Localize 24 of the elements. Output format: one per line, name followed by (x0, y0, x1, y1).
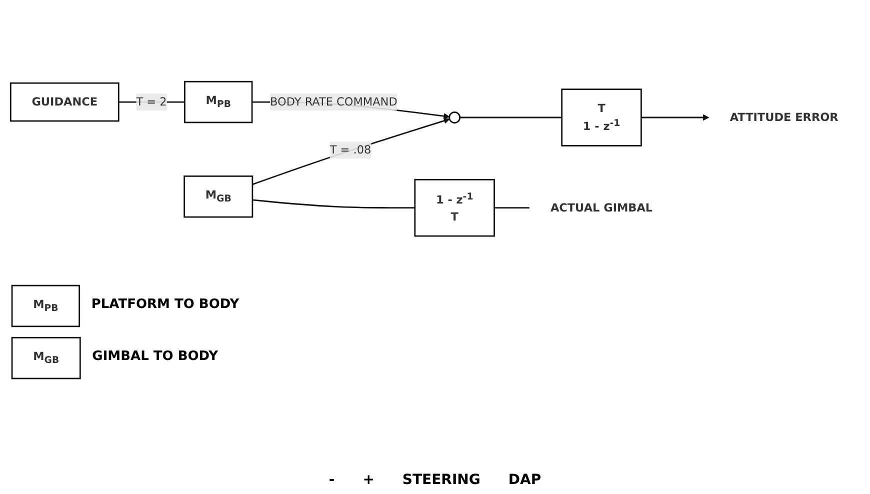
node-box: M$_{PB}$ (184, 81, 253, 124)
edge-label: T = .08 (330, 143, 372, 157)
edge-label: BODY RATE COMMAND (270, 95, 398, 108)
node-caption: PLATFORM TO BODY (91, 297, 240, 312)
edge-label: T = 2 (136, 95, 167, 108)
node-box: M$_{PB}$ (11, 285, 80, 328)
node-box: M$_{GB}$ (11, 337, 81, 380)
arrow (641, 114, 710, 121)
node-circle (448, 112, 461, 124)
label-text: + (362, 472, 374, 488)
node-text: ACTUAL GIMBAL (550, 200, 653, 214)
node-box: 1 - z$^{-1}$ T (414, 179, 495, 237)
node-text: ATTITUDE ERROR (730, 110, 838, 124)
label-text: STEERING (402, 472, 480, 488)
label-text: - (328, 472, 335, 488)
connector (460, 116, 562, 118)
connector (494, 207, 530, 209)
connector (252, 199, 415, 209)
node-box: GUIDANCE (10, 82, 120, 122)
label-text: DAP (508, 472, 542, 488)
node-box: M$_{GB}$ (184, 176, 254, 218)
arrow (252, 118, 450, 186)
node-box: T 1 - z$^{-1}$ (561, 88, 642, 147)
node-caption: GIMBAL TO BODY (92, 349, 218, 364)
